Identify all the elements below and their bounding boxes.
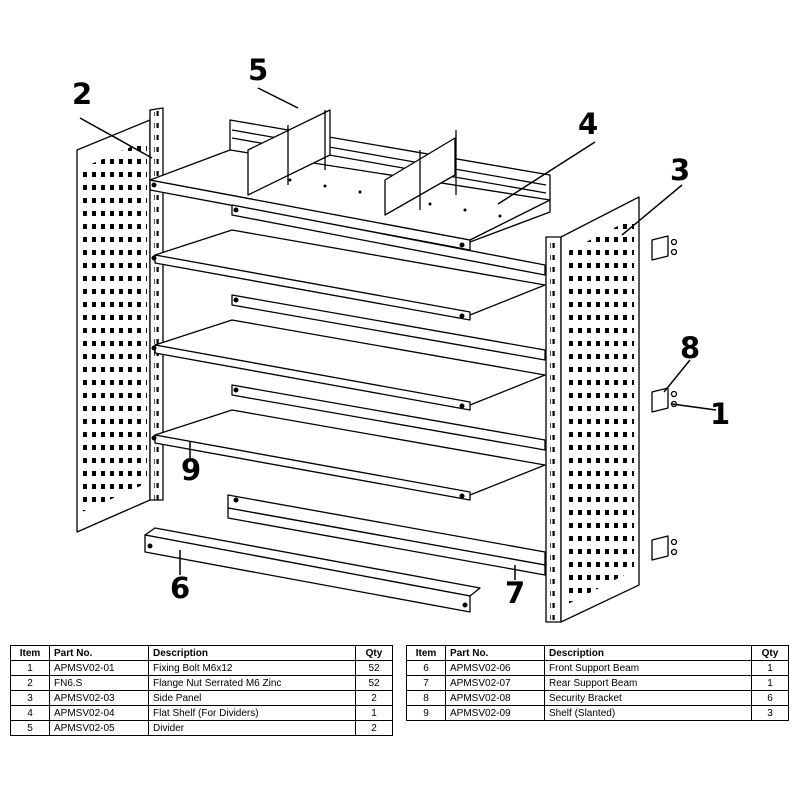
col-qty-header: Qty <box>751 645 789 661</box>
cell-item: 9 <box>406 705 446 721</box>
cell-qty: 1 <box>355 705 393 721</box>
table-header-row: Item Part No. Description Qty <box>10 645 393 661</box>
cell-part: APMSV02-08 <box>445 690 545 706</box>
col-description-header: Description <box>544 645 752 661</box>
cell-qty: 1 <box>751 660 789 676</box>
cell-qty: 3 <box>751 705 789 721</box>
table-row: 1 APMSV02-01 Fixing Bolt M6x12 52 <box>10 660 393 676</box>
col-part-header: Part No. <box>445 645 545 661</box>
left-side-panel <box>76 107 164 533</box>
table-row: 7 APMSV02-07 Rear Support Beam 1 <box>406 675 789 691</box>
table-row: 6 APMSV02-06 Front Support Beam 1 <box>406 660 789 676</box>
slanted-shelf-3 <box>154 384 546 501</box>
slanted-shelf-2 <box>154 294 546 411</box>
cell-item: 8 <box>406 690 446 706</box>
cell-description: Fixing Bolt M6x12 <box>148 660 356 676</box>
divider-left <box>247 109 331 196</box>
table-row: 2 FN6.S Flange Nut Serrated M6 Zinc 52 <box>10 675 393 691</box>
col-item-header: Item <box>10 645 50 661</box>
cell-item: 6 <box>406 660 446 676</box>
cell-description: Front Support Beam <box>544 660 752 676</box>
cell-description: Divider <box>148 720 356 736</box>
cell-qty: 52 <box>355 675 393 691</box>
security-bracket-top <box>651 235 678 261</box>
cell-item: 4 <box>10 705 50 721</box>
callout-1: 1 <box>710 397 730 431</box>
cell-qty: 1 <box>751 675 789 691</box>
right-side-panel <box>545 196 640 623</box>
callout-6: 6 <box>170 571 190 605</box>
cell-qty: 52 <box>355 660 393 676</box>
parts-table-right: Item Part No. Description Qty 6 APMSV02-… <box>406 645 789 721</box>
table-row: 9 APMSV02-09 Shelf (Slanted) 3 <box>406 705 789 721</box>
cell-part: APMSV02-09 <box>445 705 545 721</box>
cell-part: FN6.S <box>49 675 149 691</box>
security-bracket-middle <box>651 387 678 413</box>
cell-item: 3 <box>10 690 50 706</box>
table-header-row: Item Part No. Description Qty <box>406 645 789 661</box>
callout-3: 3 <box>670 153 690 187</box>
col-item-header: Item <box>406 645 446 661</box>
cell-item: 1 <box>10 660 50 676</box>
fixing-bolts <box>147 182 468 608</box>
rear-support-beam <box>227 494 546 576</box>
col-part-header: Part No. <box>49 645 149 661</box>
table-row: 5 APMSV02-05 Divider 2 <box>10 720 393 736</box>
cell-qty: 6 <box>751 690 789 706</box>
callout-7: 7 <box>505 576 525 610</box>
front-support-beam <box>144 527 481 613</box>
cell-item: 5 <box>10 720 50 736</box>
callout-5: 5 <box>248 53 268 87</box>
col-description-header: Description <box>148 645 356 661</box>
security-bracket-bottom <box>651 535 678 561</box>
callout-9: 9 <box>181 453 201 487</box>
cell-part: APMSV02-07 <box>445 675 545 691</box>
cell-description: Security Bracket <box>544 690 752 706</box>
cell-part: APMSV02-03 <box>49 690 149 706</box>
cell-item: 7 <box>406 675 446 691</box>
slanted-shelf-1 <box>154 204 546 321</box>
parts-table-left: Item Part No. Description Qty 1 APMSV02-… <box>10 645 393 736</box>
cell-part: APMSV02-04 <box>49 705 149 721</box>
cell-description: Flat Shelf (For Dividers) <box>148 705 356 721</box>
cell-description: Shelf (Slanted) <box>544 705 752 721</box>
col-qty-header: Qty <box>355 645 393 661</box>
cell-part: APMSV02-01 <box>49 660 149 676</box>
table-row: 3 APMSV02-03 Side Panel 2 <box>10 690 393 706</box>
table-row: 8 APMSV02-08 Security Bracket 6 <box>406 690 789 706</box>
cell-qty: 2 <box>355 690 393 706</box>
table-row: 4 APMSV02-04 Flat Shelf (For Dividers) 1 <box>10 705 393 721</box>
cell-description: Rear Support Beam <box>544 675 752 691</box>
cell-description: Side Panel <box>148 690 356 706</box>
cell-item: 2 <box>10 675 50 691</box>
divider-right <box>384 130 457 216</box>
callout-8: 8 <box>680 331 700 365</box>
callout-4: 4 <box>578 107 598 141</box>
cell-part: APMSV02-05 <box>49 720 149 736</box>
callout-labels: 1 2 3 4 5 6 7 8 9 <box>72 53 730 610</box>
cell-part: APMSV02-06 <box>445 660 545 676</box>
exploded-shelving-diagram: 1 2 3 4 5 6 7 8 9 <box>72 53 730 623</box>
cell-qty: 2 <box>355 720 393 736</box>
callout-2: 2 <box>72 77 92 111</box>
cell-description: Flange Nut Serrated M6 Zinc <box>148 675 356 691</box>
